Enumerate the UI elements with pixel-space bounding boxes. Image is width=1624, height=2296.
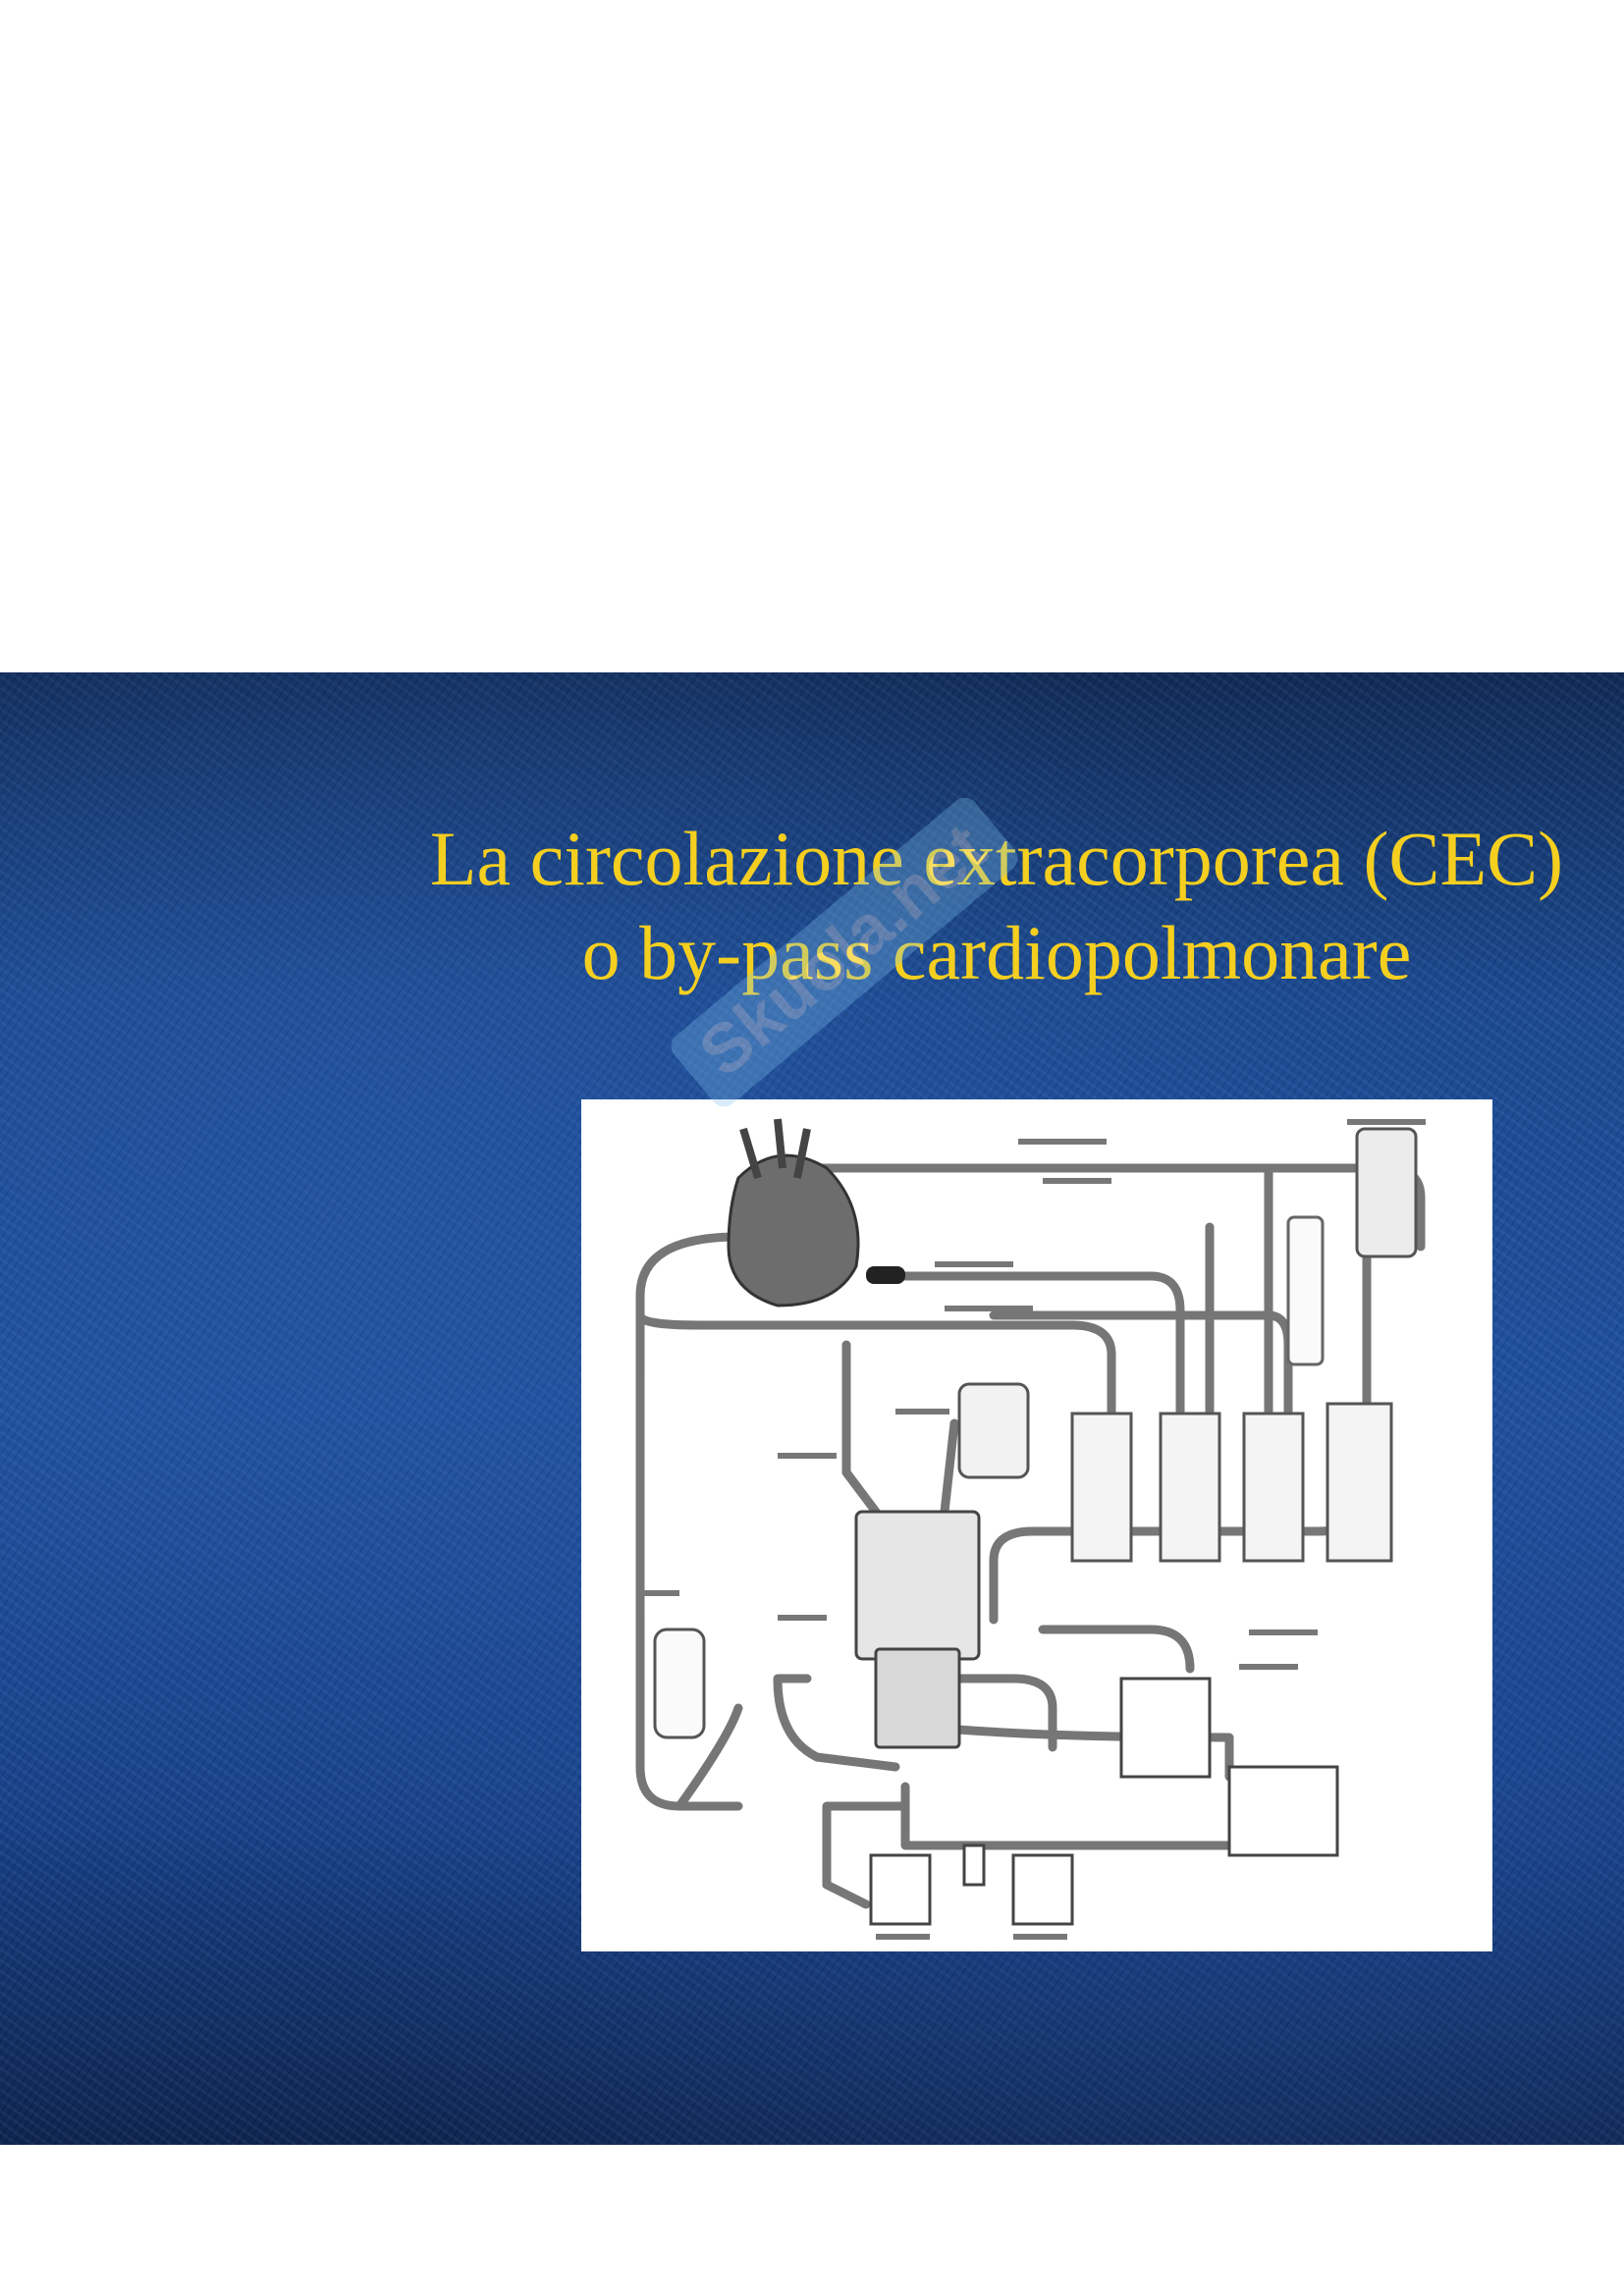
skuola-logo-icon: Skuola.net [609, 790, 1080, 1114]
cardiopulmonary-bypass-circuit-diagram [635, 1118, 1426, 1940]
slide: La circolazione extracorporea (CEC) o by… [0, 672, 1624, 2145]
bypass-diagram [581, 1099, 1492, 1951]
title-line-1: La circolazione extracorporea (CEC) [429, 816, 1564, 901]
slide-title: La circolazione extracorporea (CEC) o by… [0, 812, 1624, 1000]
title-line-2: o by-pass cardiopolmonare [581, 910, 1412, 995]
svg-text:Skuola.net: Skuola.net [684, 809, 1000, 1091]
